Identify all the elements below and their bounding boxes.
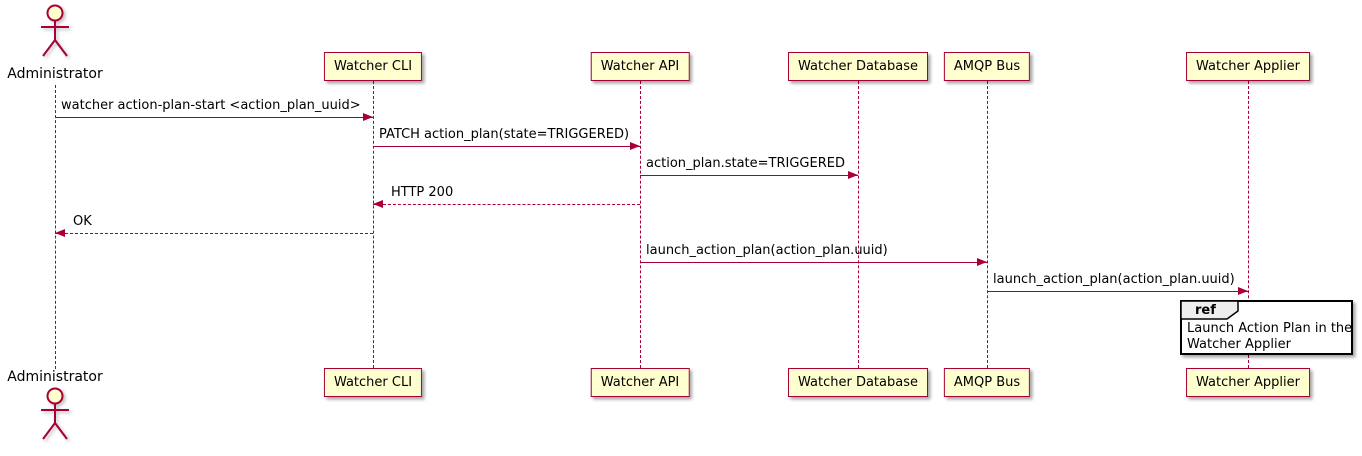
message-line bbox=[373, 146, 640, 147]
actor-label-bottom: Administrator bbox=[7, 369, 103, 385]
lifeline-watcher-api bbox=[640, 81, 641, 368]
participant-watcher-applier-bottom: Watcher Applier bbox=[1186, 368, 1310, 397]
ref-tab-icon bbox=[1180, 300, 1239, 320]
ref-keyword: ref bbox=[1195, 303, 1216, 318]
participant-watcher-database-top: Watcher Database bbox=[788, 52, 928, 81]
arrowhead-icon bbox=[373, 200, 383, 208]
message-label: launch_action_plan(action_plan.uuid) bbox=[646, 243, 888, 258]
arrowhead-icon bbox=[1238, 287, 1248, 295]
arrowhead-icon bbox=[363, 113, 373, 121]
arrowhead-icon bbox=[55, 229, 65, 237]
message-label: action_plan.state=TRIGGERED bbox=[646, 156, 845, 171]
message-label: watcher action-plan-start <action_plan_u… bbox=[61, 98, 361, 113]
message-label: OK bbox=[73, 214, 92, 229]
message-line bbox=[373, 204, 640, 205]
participant-watcher-cli-top: Watcher CLI bbox=[323, 52, 423, 81]
participant-watcher-cli-bottom: Watcher CLI bbox=[323, 368, 423, 397]
arrowhead-icon bbox=[848, 171, 858, 179]
actor-label-top: Administrator bbox=[7, 66, 103, 82]
lifeline-administrator bbox=[55, 85, 56, 369]
lifeline-watcher-cli bbox=[373, 81, 374, 368]
lifeline-watcher-database bbox=[858, 81, 859, 368]
message-line bbox=[55, 117, 373, 118]
actor-icon bbox=[41, 4, 69, 57]
message-label: PATCH action_plan(state=TRIGGERED) bbox=[379, 127, 630, 142]
message-label: launch_action_plan(action_plan.uuid) bbox=[993, 272, 1235, 287]
arrowhead-icon bbox=[630, 142, 640, 150]
participant-amqp-bus-top: AMQP Bus bbox=[943, 52, 1031, 81]
lifeline-amqp-bus bbox=[987, 81, 988, 368]
message-label: HTTP 200 bbox=[391, 185, 454, 200]
participant-amqp-bus-bottom: AMQP Bus bbox=[943, 368, 1031, 397]
actor-icon bbox=[41, 387, 69, 440]
message-line bbox=[640, 175, 858, 176]
ref-body: Launch Action Plan in the Watcher Applie… bbox=[1187, 321, 1352, 353]
message-line bbox=[640, 262, 987, 263]
participant-watcher-database-bottom: Watcher Database bbox=[788, 368, 928, 397]
message-line bbox=[987, 291, 1248, 292]
lifeline-watcher-applier bbox=[1248, 81, 1249, 368]
participant-watcher-api-bottom: Watcher API bbox=[590, 368, 690, 397]
participant-watcher-api-top: Watcher API bbox=[590, 52, 690, 81]
participant-watcher-applier-top: Watcher Applier bbox=[1186, 52, 1310, 81]
ref-fragment: ref Launch Action Plan in the Watcher Ap… bbox=[1180, 300, 1353, 355]
ref-body-line2: Watcher Applier bbox=[1187, 337, 1291, 352]
message-line bbox=[55, 233, 373, 234]
arrowhead-icon bbox=[977, 258, 987, 266]
ref-body-line1: Launch Action Plan in the bbox=[1187, 321, 1353, 336]
